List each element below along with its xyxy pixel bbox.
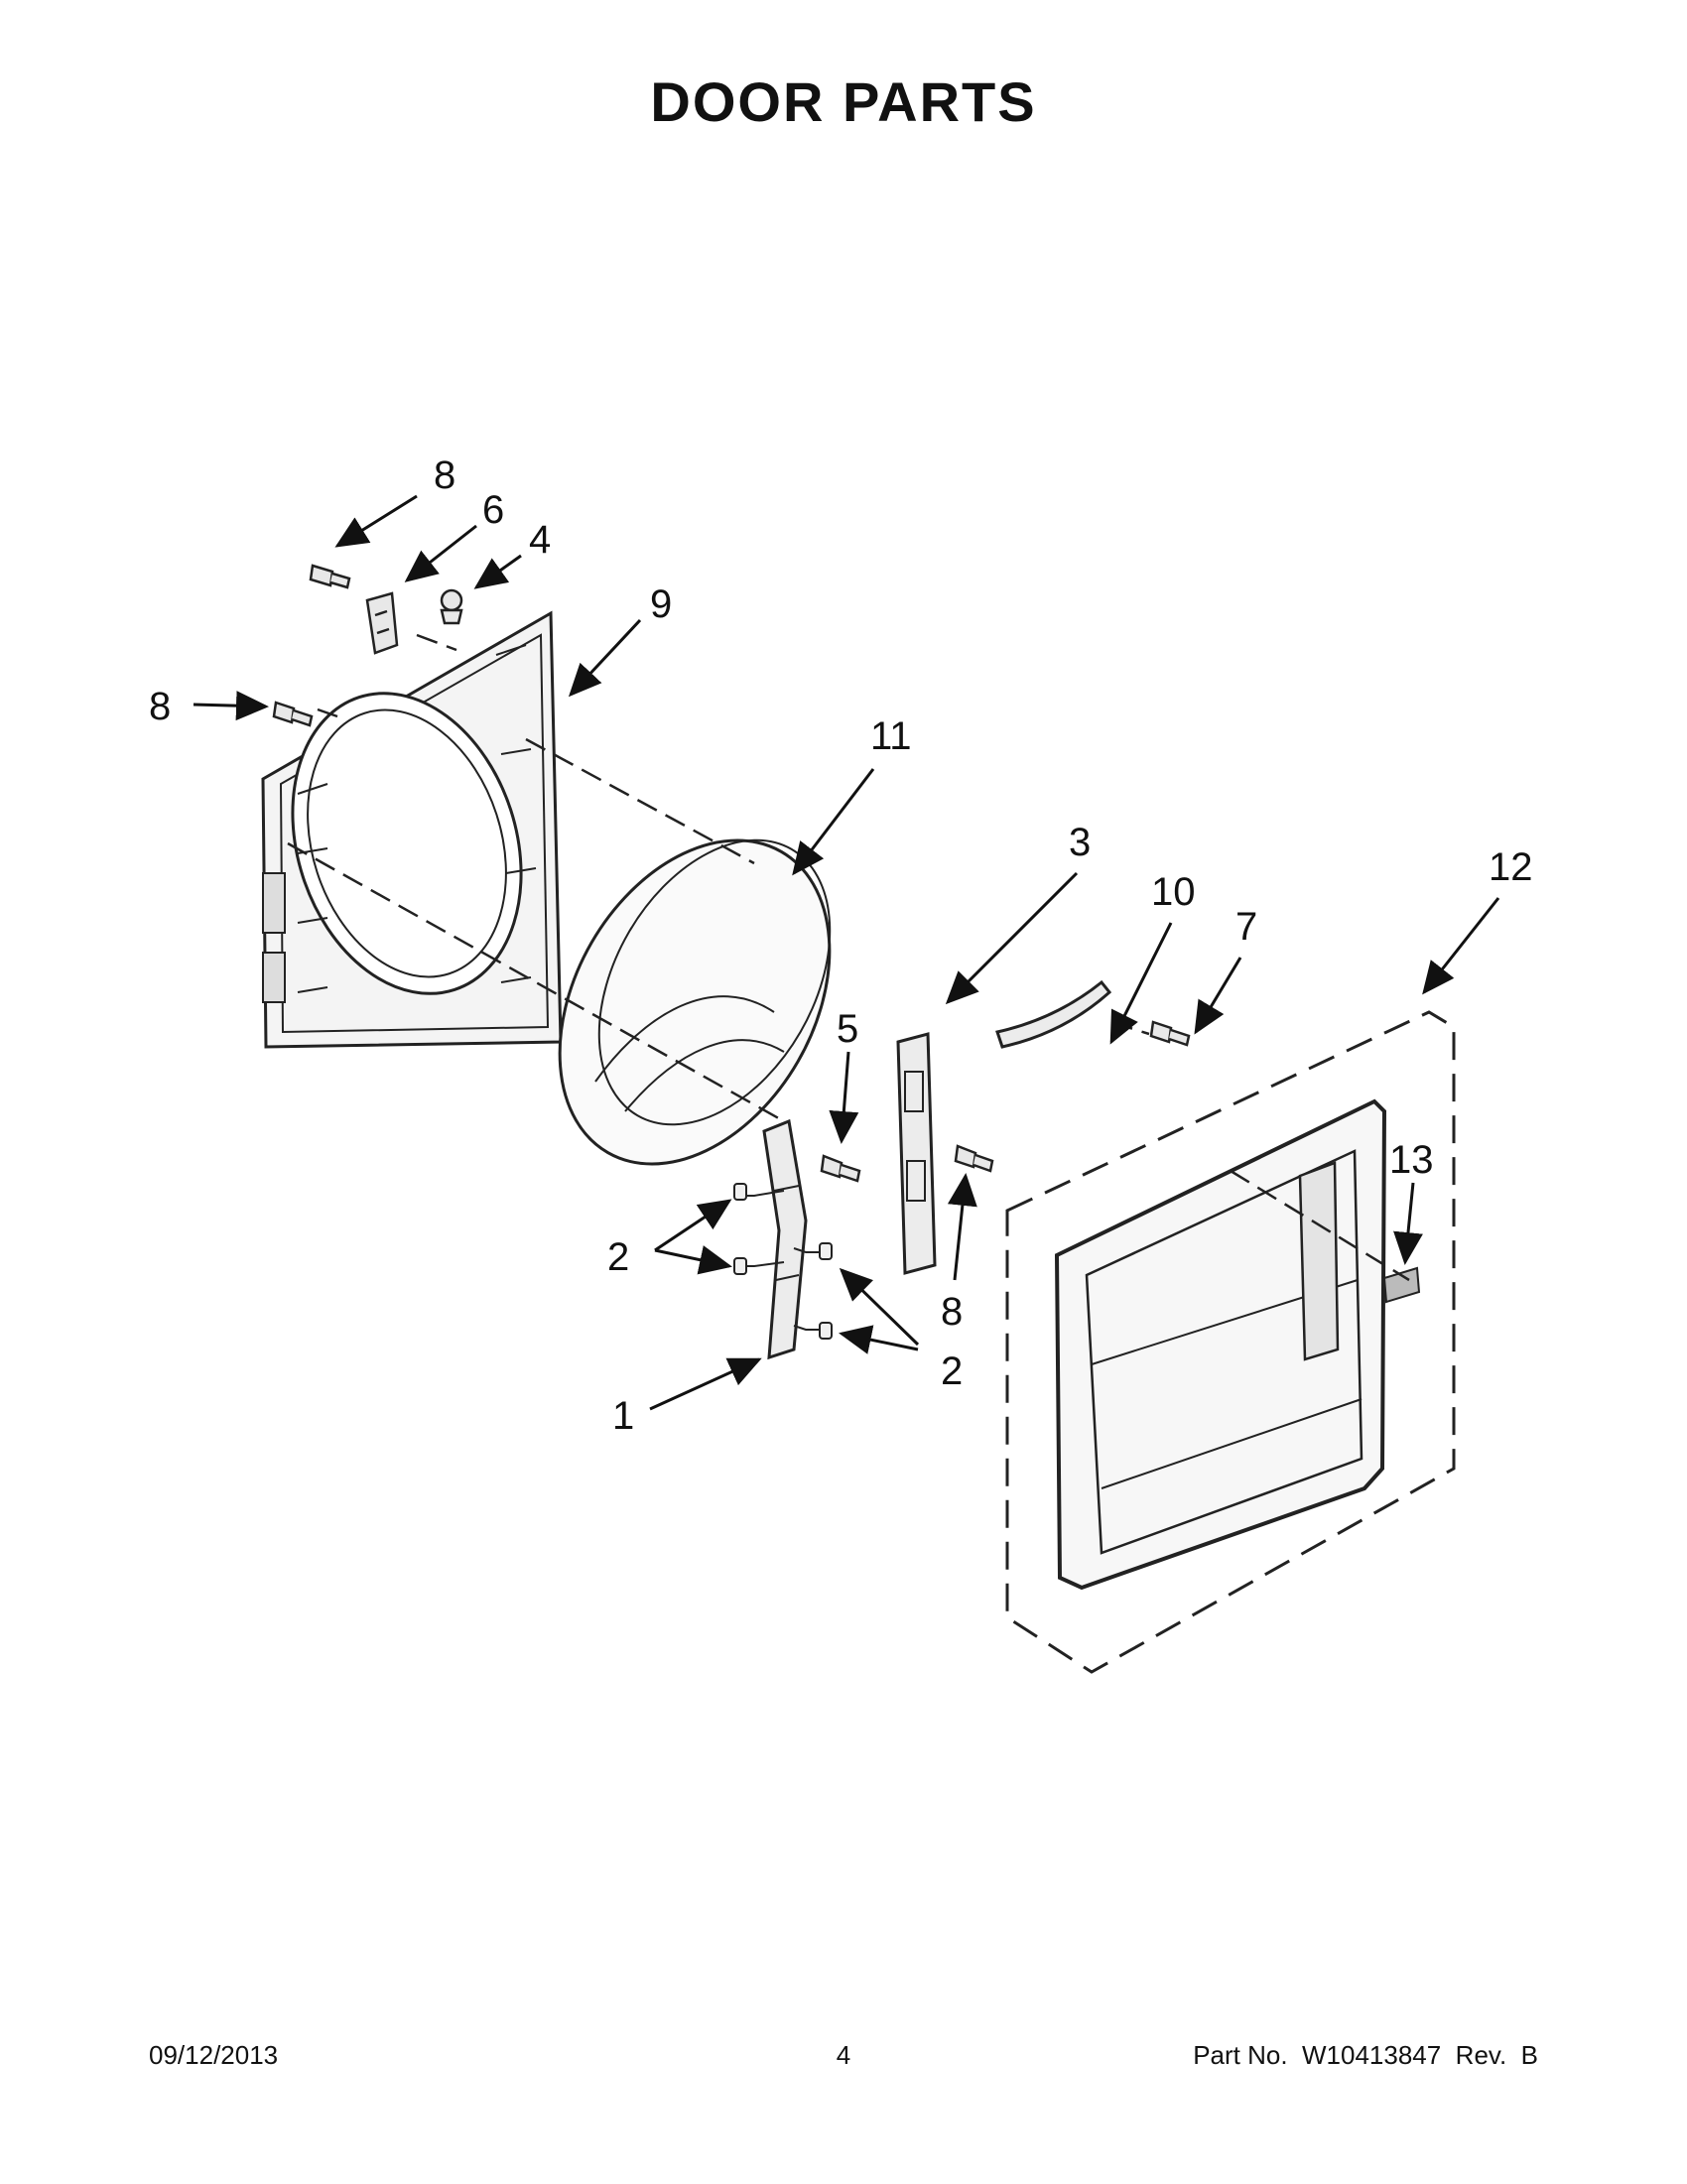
callout-label: 12 — [1489, 845, 1533, 889]
callout-label: 3 — [1069, 821, 1091, 864]
callout-arrows — [193, 494, 1500, 1411]
callout-label: 4 — [529, 518, 551, 562]
callout-label: 10 — [1151, 870, 1196, 914]
callout-label: 8 — [434, 453, 455, 497]
push-fastener — [440, 588, 463, 625]
assembly-guide-lines — [287, 633, 1410, 1282]
footer-part-number: Part No. W10413847 Rev. B — [1193, 2040, 1538, 2070]
callout-label: 6 — [482, 488, 504, 532]
callout-label: 1 — [612, 1394, 634, 1438]
page-title: DOOR PARTS — [650, 70, 1037, 133]
callout-labels: 8 6 4 9 8 11 3 10 7 12 5 13 2 8 2 1 — [149, 453, 1533, 1438]
inner-door-frame — [261, 610, 563, 1049]
inner-glass-bowl — [558, 838, 832, 1166]
screw-hinge-right — [954, 1144, 994, 1173]
bushing-leader-lines — [746, 1190, 820, 1331]
handle-bracket — [995, 979, 1112, 1049]
callout-label: 7 — [1235, 905, 1257, 949]
callout-label: 8 — [149, 685, 171, 728]
screw-hinge-left — [820, 1154, 861, 1183]
callout-label: 5 — [837, 1007, 858, 1051]
callout-label: 2 — [941, 1349, 963, 1393]
outer-door-assembly — [1005, 1010, 1456, 1674]
callout-label: 8 — [941, 1290, 963, 1334]
screw-top — [309, 564, 351, 589]
footer-page-number: 4 — [836, 2040, 851, 2070]
callout-label: 11 — [870, 714, 912, 758]
callout-label: 2 — [607, 1235, 629, 1279]
callout-label: 13 — [1389, 1138, 1434, 1182]
screw-handle — [1149, 1020, 1191, 1047]
screw-left — [272, 701, 314, 727]
callout-label: 9 — [650, 582, 672, 626]
hinge-bracket — [896, 1032, 937, 1275]
hinge-clip — [365, 591, 399, 655]
door-badge — [1382, 1266, 1421, 1304]
footer-date: 09/12/2013 — [149, 2040, 279, 2070]
door-hinge — [762, 1118, 808, 1360]
